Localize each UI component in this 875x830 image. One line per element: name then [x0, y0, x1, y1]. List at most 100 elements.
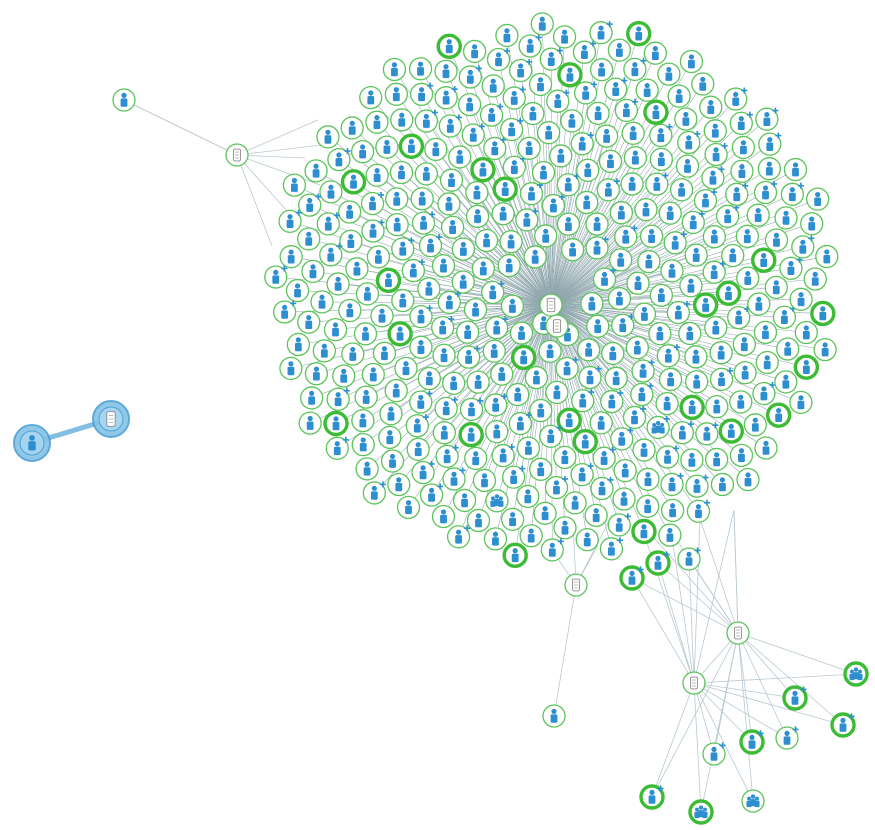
person-node[interactable]	[703, 119, 727, 143]
person-node[interactable]	[560, 109, 584, 133]
person-node[interactable]	[576, 338, 601, 362]
person-node[interactable]	[310, 290, 334, 314]
person-node[interactable]	[491, 443, 515, 468]
person-node[interactable]	[596, 178, 621, 202]
person-node[interactable]	[660, 498, 685, 523]
person-node[interactable]	[545, 380, 569, 405]
person-node[interactable]	[474, 228, 499, 253]
person-node[interactable]	[438, 114, 462, 138]
person-node[interactable]	[285, 278, 310, 303]
person-node[interactable]	[607, 513, 631, 537]
person-node[interactable]	[355, 282, 380, 306]
person-node[interactable]	[516, 484, 540, 509]
person-node[interactable]	[699, 95, 723, 119]
person-node[interactable]	[571, 389, 595, 413]
person-node[interactable]	[622, 405, 647, 430]
person-node[interactable]	[519, 524, 543, 548]
person-node[interactable]	[440, 215, 465, 239]
person-node[interactable]	[747, 292, 771, 316]
person-node[interactable]	[649, 123, 673, 148]
person-node[interactable]	[396, 495, 421, 519]
person-node[interactable]	[326, 387, 350, 411]
person-node[interactable]	[542, 704, 566, 728]
person-node[interactable]	[418, 234, 443, 258]
person-node[interactable]	[658, 201, 682, 225]
person-node[interactable]	[387, 472, 411, 497]
person-node[interactable]	[484, 393, 508, 417]
person-node[interactable]	[702, 225, 727, 249]
person-node[interactable]	[614, 225, 638, 249]
person-node[interactable]	[436, 33, 462, 60]
person-node[interactable]	[557, 62, 583, 88]
person-node[interactable]	[774, 370, 798, 394]
person-node[interactable]	[499, 117, 524, 142]
person-node[interactable]	[437, 290, 461, 315]
person-node[interactable]	[485, 316, 509, 340]
person-node[interactable]	[406, 437, 430, 461]
person-node[interactable]	[793, 354, 820, 380]
person-node[interactable]	[279, 245, 303, 269]
person-node[interactable]	[500, 507, 525, 531]
person-node[interactable]	[620, 172, 644, 196]
person-node[interactable]	[598, 149, 623, 173]
person-node[interactable]	[500, 294, 525, 318]
person-node[interactable]	[517, 136, 541, 160]
person-node[interactable]	[409, 82, 434, 106]
person-node[interactable]	[625, 335, 649, 360]
person-node[interactable]	[710, 472, 735, 497]
person-node[interactable]	[695, 422, 719, 446]
person-node[interactable]	[451, 237, 475, 261]
person-node[interactable]	[442, 371, 466, 395]
person-node[interactable]	[528, 72, 553, 97]
person-node[interactable]	[431, 254, 456, 278]
person-node[interactable]	[466, 508, 491, 533]
person-node[interactable]	[645, 550, 671, 576]
person-node[interactable]	[464, 446, 488, 471]
person-node[interactable]	[378, 425, 402, 450]
person-node[interactable]	[479, 103, 504, 127]
person-node[interactable]	[578, 365, 602, 390]
person-node[interactable]	[752, 381, 776, 406]
person-node[interactable]	[391, 288, 415, 313]
person-node[interactable]	[451, 270, 475, 294]
person-node[interactable]	[758, 132, 782, 156]
person-node[interactable]	[601, 341, 625, 366]
person-node[interactable]	[721, 243, 745, 268]
person-node[interactable]	[585, 236, 609, 260]
person-node[interactable]	[515, 208, 539, 232]
person-node[interactable]	[590, 476, 614, 501]
person-node[interactable]	[783, 157, 808, 182]
person-node[interactable]	[112, 88, 136, 112]
person-node[interactable]	[686, 499, 711, 523]
person-node[interactable]	[619, 565, 645, 591]
person-node[interactable]	[278, 209, 302, 233]
person-node[interactable]	[572, 428, 598, 455]
person-node[interactable]	[679, 394, 705, 421]
person-node[interactable]	[570, 132, 594, 156]
person-node[interactable]	[549, 144, 573, 168]
person-node[interactable]	[298, 411, 322, 435]
person-node[interactable]	[731, 135, 756, 160]
person-node[interactable]	[594, 124, 619, 148]
person-node[interactable]	[362, 481, 386, 505]
person-node[interactable]	[350, 139, 375, 164]
person-node[interactable]	[409, 390, 433, 414]
person-node[interactable]	[459, 397, 484, 422]
organization-node[interactable]	[545, 314, 569, 338]
person-node[interactable]	[345, 257, 369, 281]
person-node[interactable]	[446, 525, 471, 549]
person-node[interactable]	[531, 160, 556, 185]
person-node[interactable]	[815, 244, 839, 269]
person-node[interactable]	[499, 230, 523, 254]
person-node[interactable]	[684, 345, 708, 369]
person-node[interactable]	[739, 729, 765, 755]
person-node[interactable]	[702, 260, 726, 284]
person-node[interactable]	[414, 162, 438, 186]
person-node[interactable]	[482, 339, 506, 363]
person-node[interactable]	[390, 108, 414, 132]
person-node[interactable]	[830, 712, 856, 738]
person-node[interactable]	[384, 379, 408, 403]
person-node[interactable]	[471, 256, 495, 281]
person-node[interactable]	[431, 504, 456, 529]
person-node[interactable]	[655, 391, 679, 416]
